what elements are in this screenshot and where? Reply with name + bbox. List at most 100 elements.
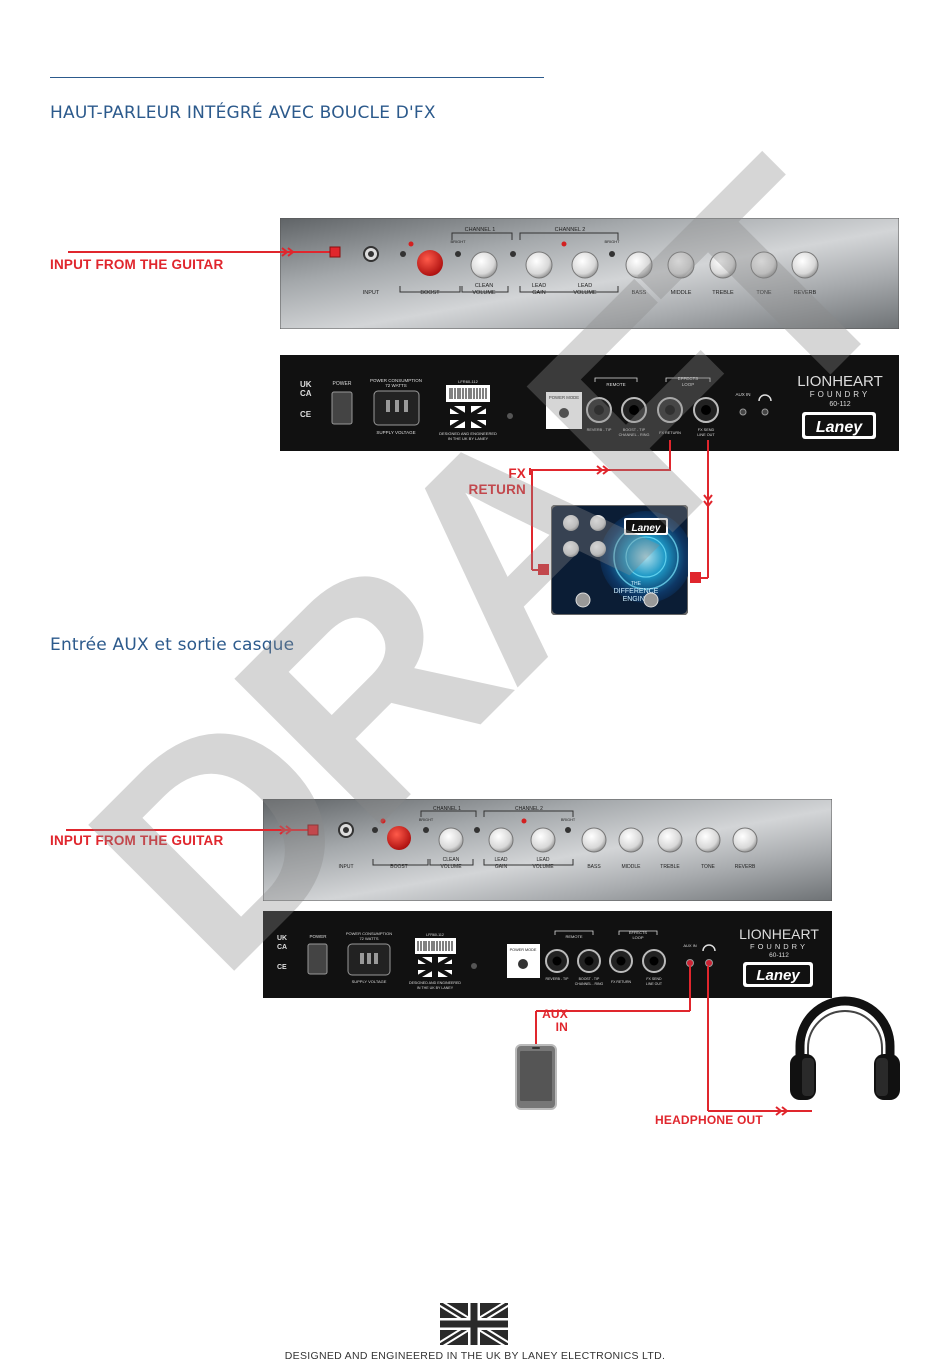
pedal-knob-3-icon <box>563 541 579 557</box>
svg-text:DESIGNED AND ENGINEERED: DESIGNED AND ENGINEERED <box>439 431 497 436</box>
svg-text:FX SEND: FX SEND <box>698 428 715 432</box>
svg-text:LEAD: LEAD <box>578 283 592 289</box>
svg-text:BOOST: BOOST <box>390 864 408 870</box>
rear-panel-2: UK CA CE POWER POWER CONSUMPTION 72 WATT… <box>263 911 832 998</box>
svg-text:REMOTE: REMOTE <box>606 382 625 387</box>
fx-loop-cables <box>529 440 713 583</box>
tone-knob-icon <box>750 251 778 279</box>
pedal-knob-4-icon <box>590 541 606 557</box>
svg-text:VOLUME: VOLUME <box>472 290 496 296</box>
headphone-icon <box>702 944 716 952</box>
svg-text:CHANNEL - RING: CHANNEL - RING <box>575 982 604 986</box>
channel-switch-icon <box>510 251 516 257</box>
svg-text:BOOST - TIP: BOOST - TIP <box>623 428 646 432</box>
svg-text:DESIGNED AND ENGINEERED: DESIGNED AND ENGINEERED <box>409 981 461 985</box>
svg-text:FX RETURN: FX RETURN <box>611 980 632 984</box>
input-cable-2 <box>66 824 319 836</box>
power-switch-icon <box>331 391 353 425</box>
footer-text: DESIGNED AND ENGINEERED IN THE UK BY LAN… <box>284 1350 666 1361</box>
svg-text:REVERB: REVERB <box>794 290 817 296</box>
svg-text:SUPPLY VOLTAGE: SUPPLY VOLTAGE <box>352 979 387 984</box>
svg-text:POWER MODE: POWER MODE <box>549 395 579 400</box>
svg-text:IN THE UK BY LANEY: IN THE UK BY LANEY <box>417 986 454 990</box>
boost-switch-icon <box>400 251 406 257</box>
svg-text:CHANNEL - RING: CHANNEL - RING <box>619 433 650 437</box>
svg-text:POWER: POWER <box>333 381 352 387</box>
difference-engine-pedal: Laney THE DIFFERENCE ENGINE <box>551 505 688 615</box>
barcode-icon <box>446 385 490 402</box>
svg-text:EFFECTS: EFFECTS <box>678 376 699 381</box>
svg-text:FX RETURN: FX RETURN <box>659 431 681 435</box>
svg-text:TONE: TONE <box>756 290 772 296</box>
svg-text:MIDDLE: MIDDLE <box>671 290 692 296</box>
bright-switch-1-icon <box>455 251 461 257</box>
svg-text:LINE OUT: LINE OUT <box>646 982 663 986</box>
svg-text:LEAD: LEAD <box>536 857 549 863</box>
svg-text:60-112: 60-112 <box>829 401 850 408</box>
channel1-label: CHANNEL 1 <box>465 227 496 233</box>
treble-knob-icon <box>709 251 737 279</box>
svg-text:LFR60-112: LFR60-112 <box>426 933 444 937</box>
svg-text:TREBLE: TREBLE <box>660 864 680 870</box>
svg-text:CLEAN: CLEAN <box>443 857 460 863</box>
svg-text:CHANNEL 2: CHANNEL 2 <box>515 806 543 812</box>
svg-text:BRIGHT: BRIGHT <box>450 239 466 244</box>
input-from-guitar-label-1: INPUT FROM THE GUITAR <box>50 257 224 272</box>
aux-headphone-cables <box>535 966 812 1116</box>
pedal-footswitch-1-icon <box>575 592 591 608</box>
tone-knob-icon <box>695 827 721 853</box>
svg-text:BASS: BASS <box>632 290 647 296</box>
clean-volume-knob-icon <box>438 827 464 853</box>
svg-text:CA: CA <box>277 944 287 951</box>
rear-panel-1: UK CA CE POWER POWER CONSUMPTION 72 WATT… <box>280 355 899 451</box>
svg-text:GAIN: GAIN <box>495 864 508 870</box>
svg-text:CLEAN: CLEAN <box>475 283 493 289</box>
uk-flag-footer-icon <box>440 1303 508 1345</box>
boost-label: BOOST <box>420 290 440 296</box>
svg-text:AUX IN: AUX IN <box>735 392 750 397</box>
svg-text:LEAD: LEAD <box>532 283 546 289</box>
svg-text:BRIGHT: BRIGHT <box>604 239 620 244</box>
section2-title: Entrée AUX et sortie casque <box>50 635 295 655</box>
svg-text:BOOST - TIP: BOOST - TIP <box>579 977 600 981</box>
svg-text:FOUNDRY: FOUNDRY <box>810 390 870 399</box>
front-panel-1: CHANNEL 1 CHANNEL 2 BRIGHT BRIGHT INPUT … <box>280 218 899 329</box>
svg-text:REVERB: REVERB <box>735 864 756 870</box>
lead-volume-knob-icon <box>571 251 599 279</box>
svg-text:CE: CE <box>300 410 312 419</box>
svg-text:TREBLE: TREBLE <box>712 290 734 296</box>
boost-knob-icon <box>417 250 443 276</box>
svg-text:LOOP: LOOP <box>632 935 643 940</box>
svg-text:LIONHEART: LIONHEART <box>739 926 819 942</box>
svg-text:CE: CE <box>277 964 287 971</box>
input-from-guitar-label-2: INPUT FROM THE GUITAR <box>50 833 224 848</box>
svg-text:REVERB - TIP: REVERB - TIP <box>587 428 612 432</box>
input-label: INPUT <box>363 290 380 296</box>
lead-gain-knob-icon <box>488 827 514 853</box>
svg-text:POWER CONSUMPTION: POWER CONSUMPTION <box>346 931 392 936</box>
svg-text:FOUNDRY: FOUNDRY <box>750 942 808 951</box>
svg-text:AUX IN: AUX IN <box>683 943 696 948</box>
svg-text:FX SEND: FX SEND <box>646 977 662 981</box>
svg-text:VOLUME: VOLUME <box>573 290 597 296</box>
svg-text:POWER CONSUMPTION: POWER CONSUMPTION <box>370 378 422 383</box>
pedal-footswitch-2-icon <box>643 592 659 608</box>
svg-text:DIFFERENCE: DIFFERENCE <box>614 588 659 595</box>
svg-text:EFFECTS: EFFECTS <box>629 930 648 935</box>
svg-text:LFR60-112: LFR60-112 <box>458 379 478 384</box>
headphone-out-label: HEADPHONE OUT <box>655 1113 763 1127</box>
svg-text:BRIGHT: BRIGHT <box>419 818 434 822</box>
section1-title: HAUT-PARLEUR INTÉGRÉ AVEC BOUCLE D'FX <box>50 103 436 123</box>
bright-switch-2-icon <box>609 251 615 257</box>
svg-text:ENGINE: ENGINE <box>623 596 650 603</box>
section-rule <box>50 77 544 78</box>
lead-gain-knob-icon <box>525 251 553 279</box>
front-panel-2: CHANNEL 1 CHANNEL 2 BRIGHT BRIGHT INPUT … <box>263 799 832 901</box>
svg-text:LINE OUT: LINE OUT <box>697 433 715 437</box>
clean-volume-knob-icon <box>470 251 498 279</box>
svg-text:Laney: Laney <box>816 419 863 436</box>
svg-text:THE: THE <box>631 581 642 587</box>
svg-text:CA: CA <box>300 389 312 398</box>
reverb-knob-icon <box>732 827 758 853</box>
